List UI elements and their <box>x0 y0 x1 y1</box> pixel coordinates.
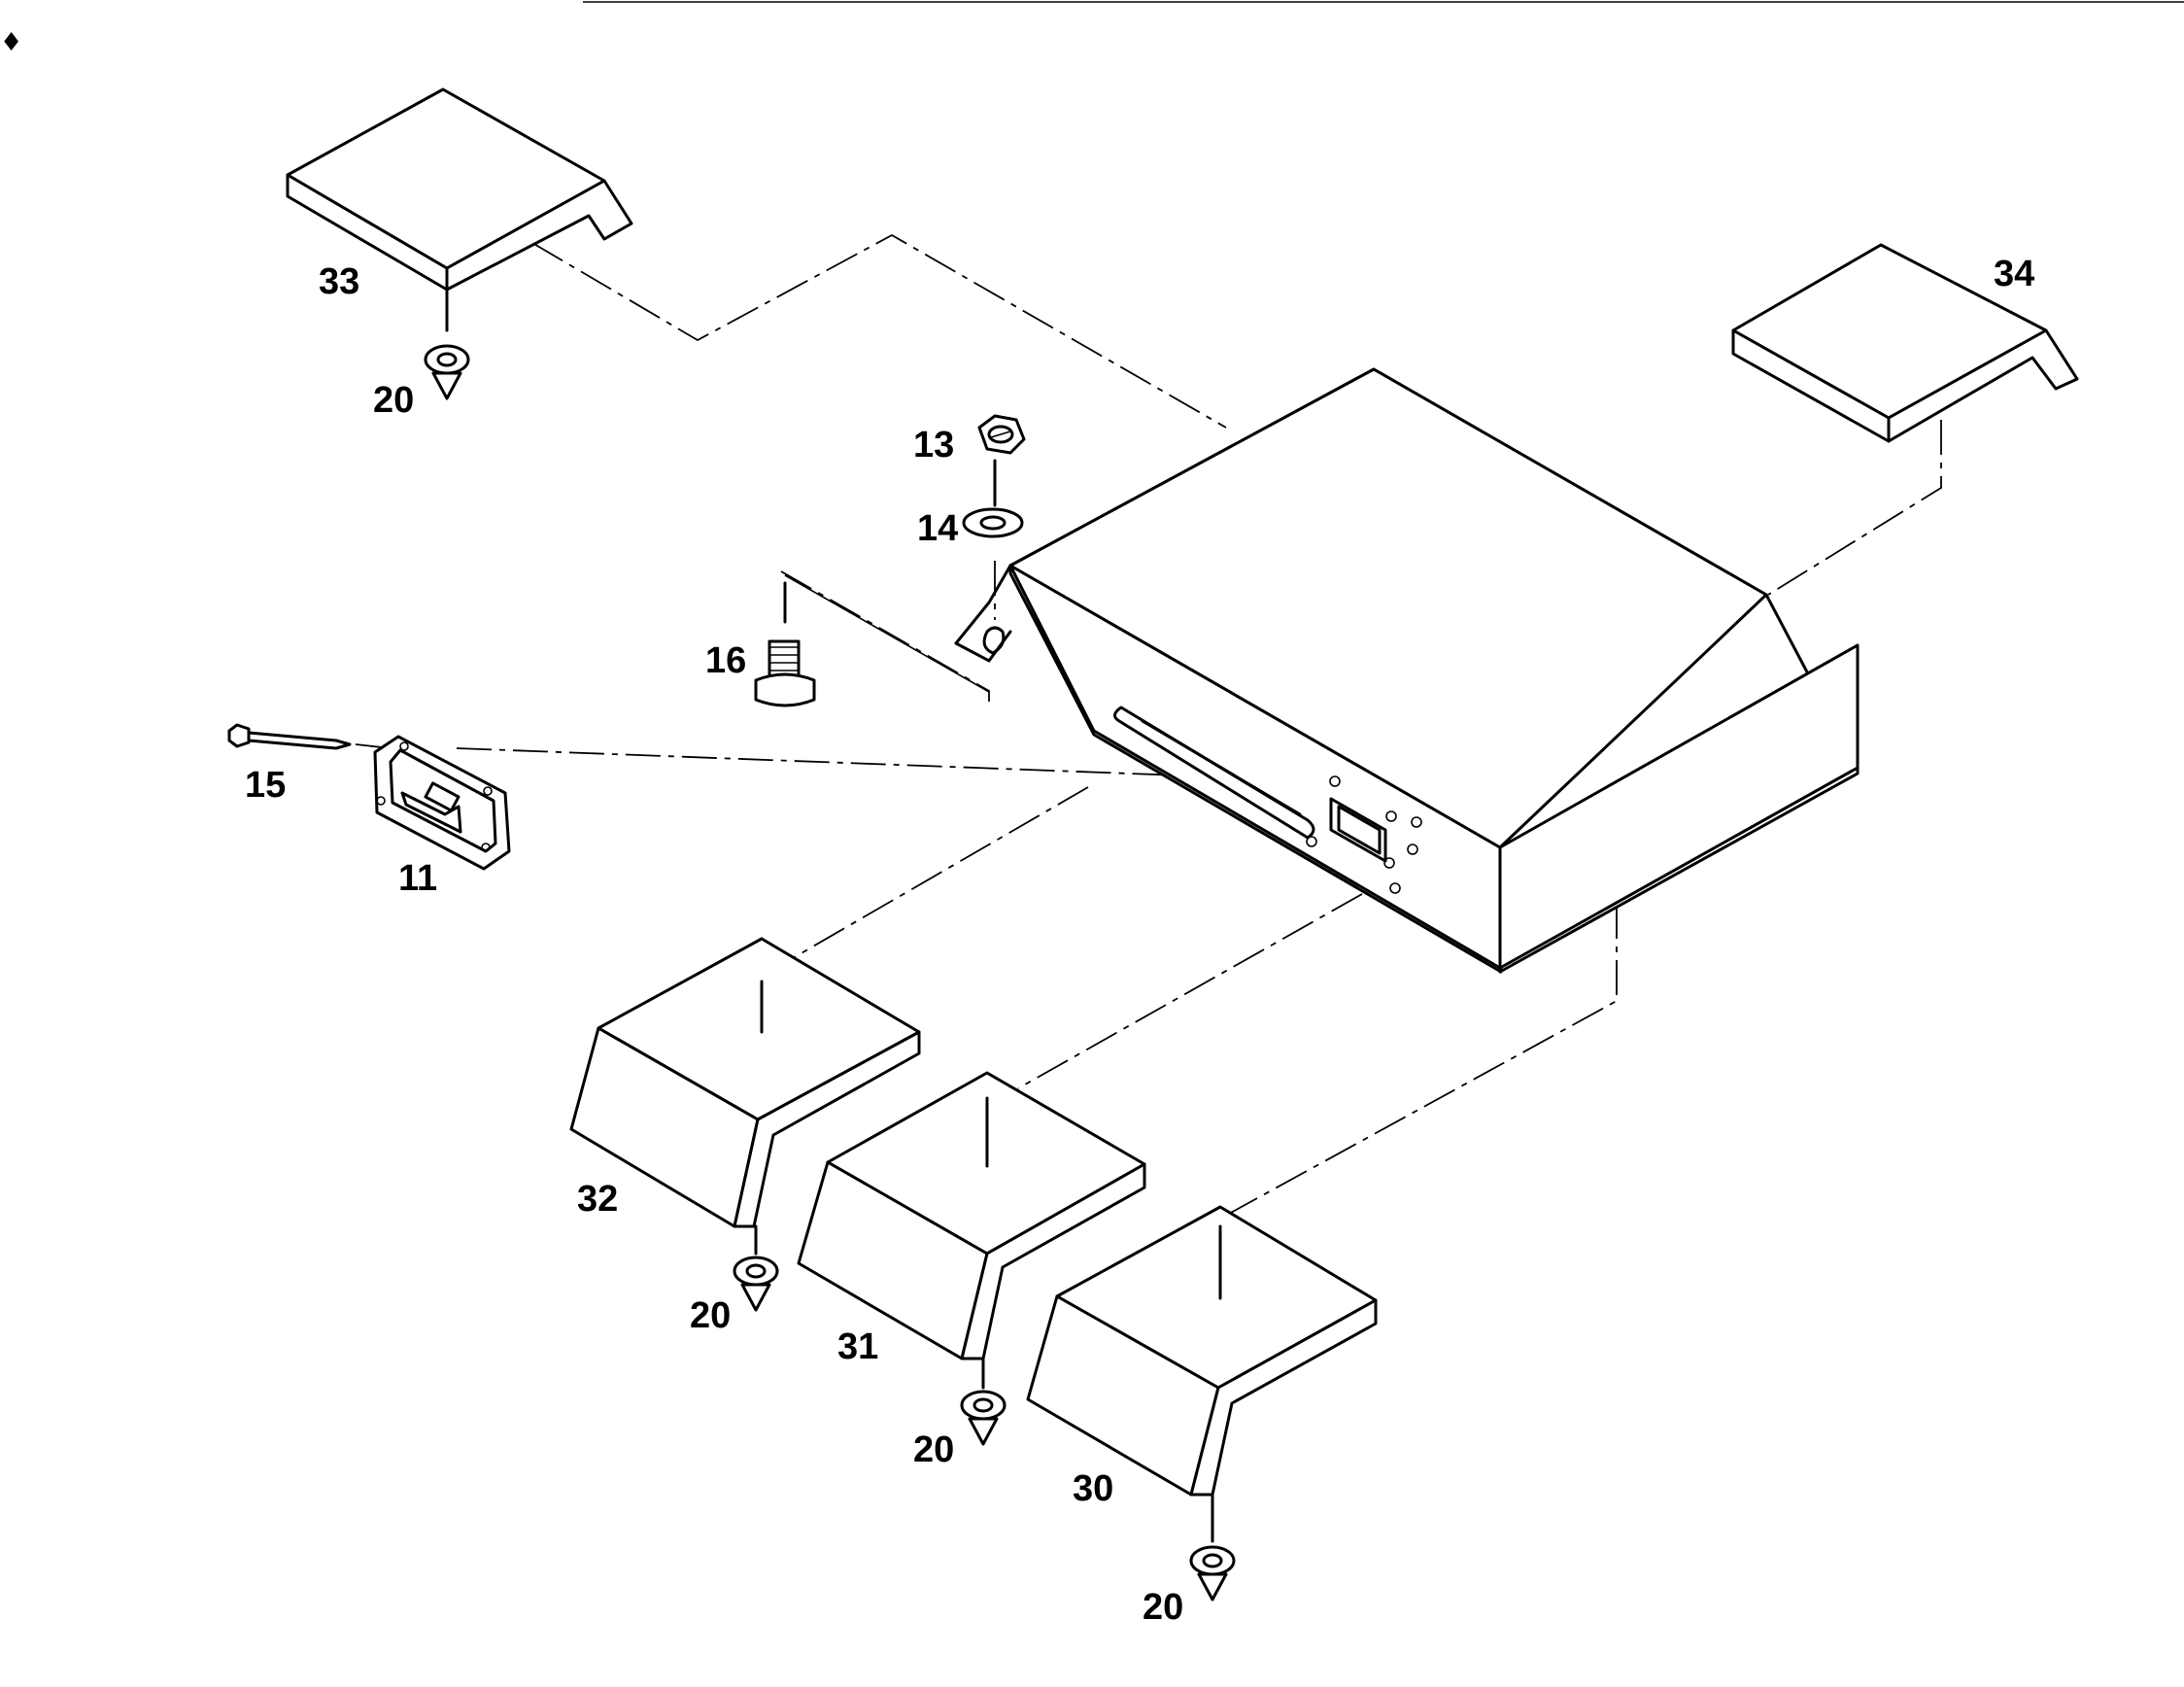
hex-nut-13 <box>977 414 1026 455</box>
foot-cone-32 <box>733 1256 779 1312</box>
bolt-16 <box>754 574 990 707</box>
foot-cone-33 <box>424 344 470 400</box>
label-14: 14 <box>917 508 958 549</box>
label-34: 34 <box>1994 254 2034 294</box>
foot-cone-31 <box>960 1390 1007 1446</box>
label-20-32: 20 <box>690 1295 731 1336</box>
pad-30 <box>1026 1205 1378 1543</box>
label-20-31: 20 <box>913 1429 954 1470</box>
pad-33 <box>286 87 633 332</box>
pad-32 <box>569 937 921 1256</box>
label-30: 30 <box>1073 1468 1113 1509</box>
label-16: 16 <box>705 640 746 681</box>
label-33: 33 <box>319 261 359 302</box>
pad-31 <box>797 1071 1146 1390</box>
part-labels: 33 20 34 13 14 16 15 11 32 20 31 20 30 2… <box>245 254 2034 1628</box>
switch-plate-11 <box>373 735 511 871</box>
label-20-33: 20 <box>373 380 414 421</box>
foot-cone-30 <box>1189 1545 1236 1601</box>
label-20-30: 20 <box>1143 1587 1183 1628</box>
pad-34 <box>1731 243 2079 443</box>
label-13: 13 <box>913 425 954 465</box>
main-housing <box>954 367 1860 974</box>
corner-mark: ♦ <box>0 28 22 57</box>
label-31: 31 <box>837 1326 878 1367</box>
washer-14 <box>962 507 1024 538</box>
label-11: 11 <box>398 858 437 899</box>
label-15: 15 <box>245 765 286 806</box>
screw-15 <box>227 723 392 750</box>
label-32: 32 <box>577 1179 618 1220</box>
